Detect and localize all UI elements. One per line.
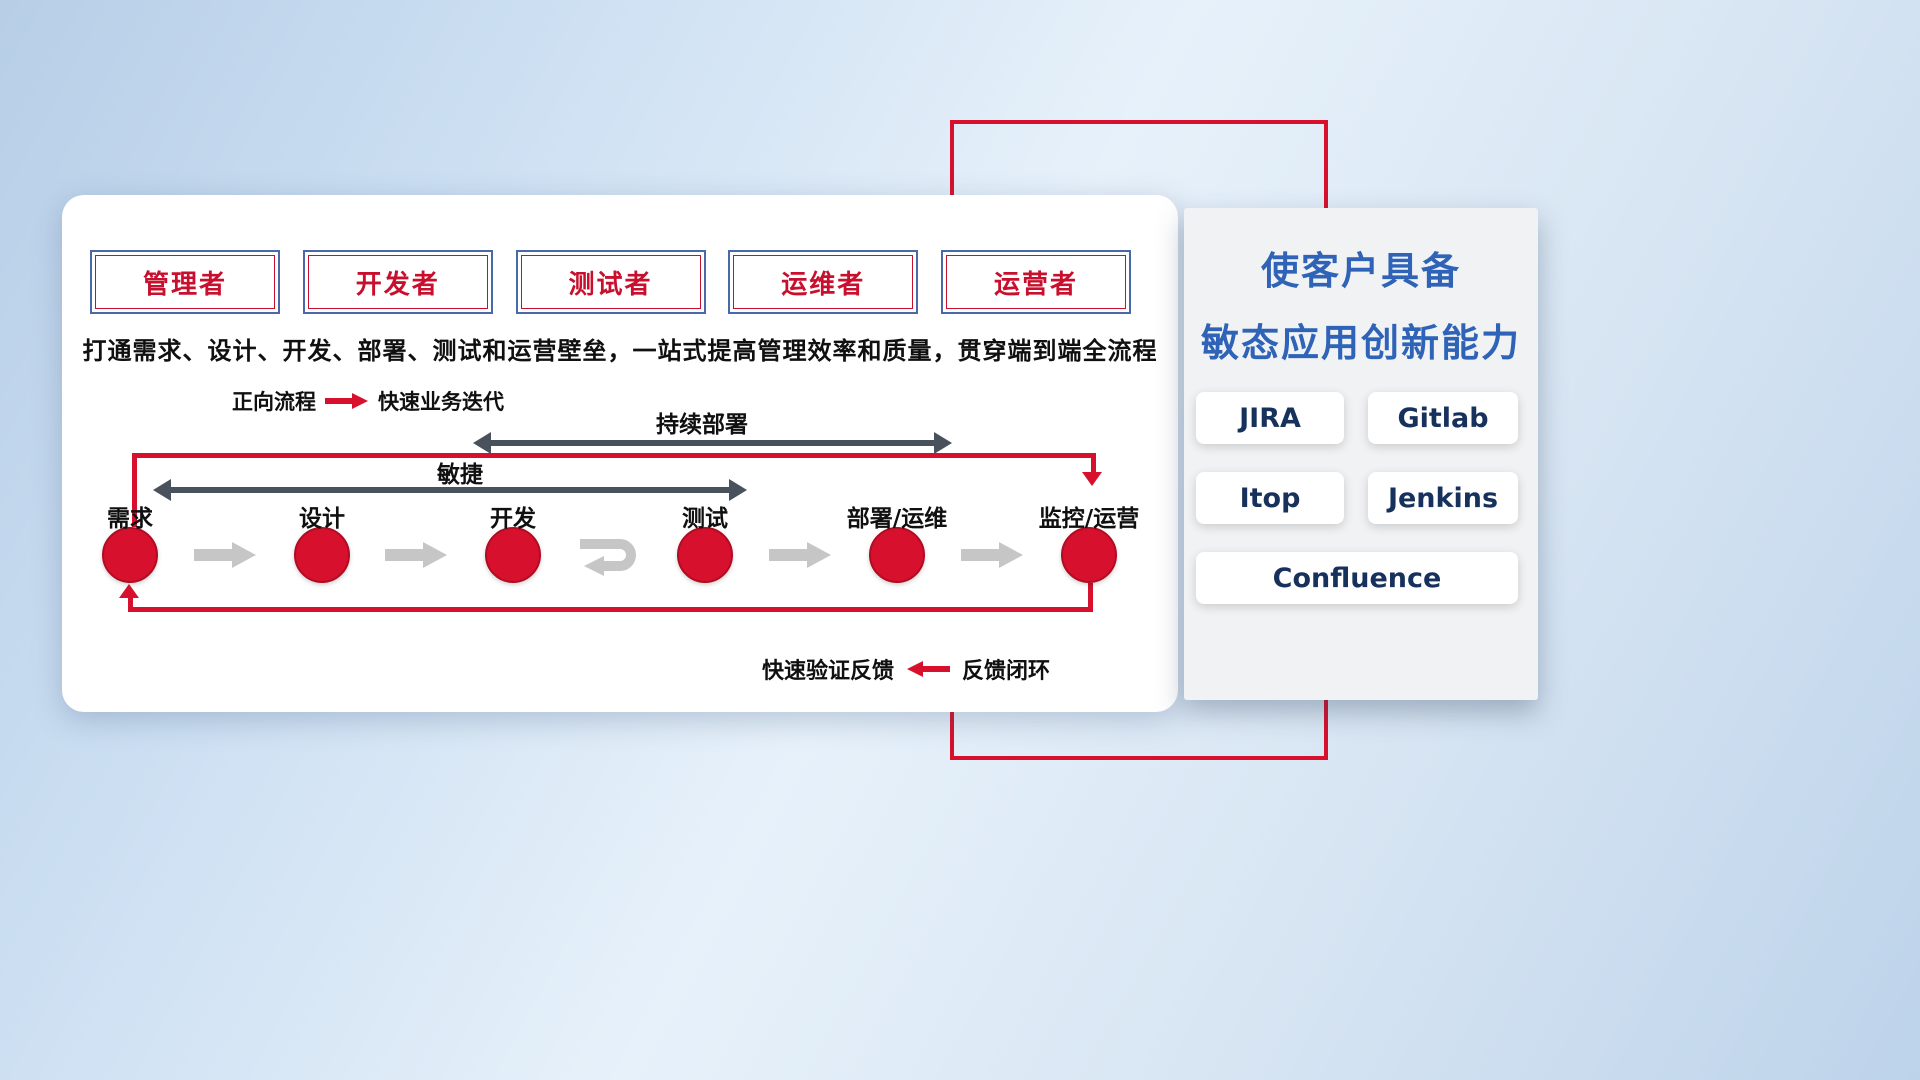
tool-chip-gitlab: Gitlab (1368, 392, 1518, 444)
role-box-operator: 运营者 (941, 250, 1131, 314)
stage-label-testing: 测试 (682, 506, 728, 532)
devops-flow-card: 管理者 开发者 测试者 运维者 运营者 打通需求、设计、开发、部署、测试和运营壁… (62, 195, 1178, 712)
red-arrow-down-icon (1082, 472, 1102, 486)
tool-chip-itop: Itop (1196, 472, 1344, 524)
stage-node-deploy-ops (869, 527, 925, 583)
description-text: 打通需求、设计、开发、部署、测试和运营壁垒，一站式提高管理效率和质量，贯穿端到端… (82, 337, 1158, 365)
stage-node-design (294, 527, 350, 583)
panel-title-line1: 使客户具备 (1260, 249, 1461, 293)
forward-arrow-icon (325, 393, 368, 409)
flow-arrow-icon (961, 542, 1023, 568)
role-label: 管理者 (142, 269, 227, 300)
stage-label-monitor-operate: 监控/运营 (1038, 506, 1140, 532)
tool-chip-jira: JIRA (1196, 392, 1344, 444)
tool-chip-jenkins: Jenkins (1368, 472, 1518, 524)
red-loop-right-line (1091, 453, 1096, 473)
role-label: 开发者 (355, 269, 440, 300)
role-box-ops: 运维者 (728, 250, 919, 314)
red-loop-bottom-right-line (1088, 583, 1093, 612)
role-label: 运维者 (781, 269, 866, 300)
panel-title-line2: 敏态应用创新能力 (1200, 321, 1521, 365)
stage-node-testing (677, 527, 733, 583)
stage-label-requirements: 需求 (107, 506, 153, 532)
feedback-legend-label: 反馈闭环 (962, 659, 1051, 684)
role-box-tester: 测试者 (515, 250, 706, 314)
stage-label-development: 开发 (490, 506, 536, 532)
iteration-loop-arrow-icon (580, 539, 636, 576)
role-label: 运营者 (993, 269, 1078, 300)
flow-arrow-icon (769, 542, 831, 568)
feedback-legend: 快速验证反馈 反馈闭环 (762, 655, 1051, 684)
tool-chip-confluence: Confluence (1196, 552, 1518, 604)
red-loop-bottom-left-line (128, 598, 133, 612)
capability-panel: 使客户具备 敏态应用创新能力 JIRA Gitlab Itop Jenkins … (1184, 208, 1538, 700)
role-box-developer: 开发者 (302, 250, 493, 314)
red-loop-left-line (132, 453, 137, 527)
red-loop-top-line (132, 453, 1096, 458)
forward-legend-caption: 快速业务迭代 (378, 390, 504, 414)
flow-arrow-icon (385, 542, 447, 568)
continuous-deploy-span-arrow-icon (473, 432, 952, 454)
role-box-manager: 管理者 (90, 250, 280, 314)
feedback-arrow-icon (907, 661, 951, 677)
agile-span-arrow-icon (153, 479, 747, 501)
stage-node-development (485, 527, 541, 583)
forward-legend: 正向流程 快速业务迭代 (232, 387, 504, 415)
stage-label-design: 设计 (299, 506, 345, 532)
role-label: 测试者 (568, 269, 653, 300)
stage-node-requirements (102, 527, 158, 583)
forward-legend-label: 正向流程 (232, 390, 316, 414)
stage-label-deploy-ops: 部署/运维 (846, 506, 948, 532)
flow-arrow-icon (194, 542, 256, 568)
agile-label: 敏捷 (437, 462, 483, 488)
feedback-legend-caption: 快速验证反馈 (762, 659, 895, 684)
red-loop-bottom-line (128, 607, 1093, 612)
roles-row: 管理者 开发者 测试者 运维者 运营者 (90, 250, 1131, 314)
stage-node-monitor-operate (1061, 527, 1117, 583)
continuous-deploy-label: 持续部署 (656, 412, 748, 438)
red-arrow-up-icon (119, 584, 139, 598)
